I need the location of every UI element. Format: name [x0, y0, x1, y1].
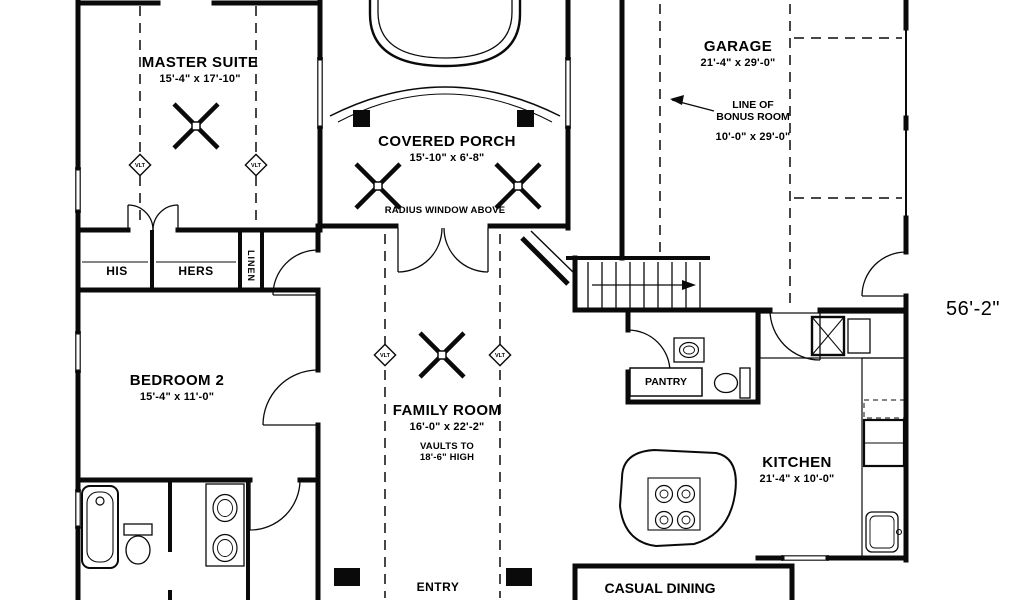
garage-name: GARAGE	[703, 38, 773, 55]
bath-toilet	[123, 523, 153, 565]
stair-direction-arrowhead	[682, 280, 696, 290]
entry-columns	[334, 568, 532, 586]
refrigerator	[862, 399, 906, 468]
radius-window-note: RADIUS WINDOW ABOVE	[384, 205, 506, 216]
pantry-cabinet	[629, 367, 703, 397]
room-label-kitchen: KITCHEN 21'-4" x 10'-0"	[760, 454, 835, 486]
prep-sink	[865, 511, 903, 553]
room-label-bedroom-2: BEDROOM 2 15'-4" x 11'-0"	[130, 372, 224, 404]
master-suite-name: MASTER SUITE	[141, 54, 259, 71]
kitchen-dims: 21'-4" x 10'-0"	[759, 473, 835, 486]
bonus-room-line1: LINE OF	[732, 99, 774, 111]
angled-niche	[520, 230, 576, 286]
bedroom-2-name: BEDROOM 2	[129, 372, 225, 389]
bathtub	[81, 485, 119, 569]
room-label-garage: GARAGE 21'-4" x 29'-0"	[701, 38, 776, 70]
kitchen-counters	[759, 312, 907, 559]
bonus-room-line2: BONUS ROOM	[716, 111, 790, 124]
room-label-master-suite: MASTER SUITE 15'-4" x 17'-10"	[142, 54, 258, 86]
bonus-room-note: LINE OF BONUS ROOM 10'-0" x 29'-0"	[716, 99, 791, 144]
kitchen-name: KITCHEN	[762, 454, 832, 471]
kitchen-appliances	[810, 315, 871, 357]
vault-marker-label: VLT	[135, 163, 146, 169]
covered-porch-dims: 15'-10" x 6'-8"	[409, 152, 485, 165]
powder-sink	[673, 337, 705, 363]
vault-marker-label: VLT	[380, 353, 391, 359]
family-room-vault-note2: 18'-6" HIGH	[419, 451, 475, 463]
overall-depth-dimension: 56'-2"	[946, 298, 1000, 320]
ceiling-fan-symbols	[172, 102, 542, 379]
double-vanity	[205, 483, 245, 567]
door-swings	[127, 204, 907, 531]
family-room-dims: 16'-0" x 22'-2"	[409, 421, 485, 434]
casual-dining-label: CASUAL DINING	[604, 580, 716, 596]
bonus-room-leader-arrow	[670, 95, 715, 112]
walls	[75, 0, 909, 600]
cooktop	[647, 477, 701, 531]
radius-window-bay	[329, 0, 561, 123]
bedroom-2-dims: 15'-4" x 11'-0"	[139, 391, 215, 404]
room-label-covered-porch: COVERED PORCH 15'-10" x 6'-8"	[378, 133, 516, 165]
family-room-vault-note1: VAULTS TO	[419, 440, 475, 452]
his-closet-label: HIS	[106, 264, 128, 278]
windows	[75, 28, 907, 561]
room-label-family-room: FAMILY ROOM 16'-0" x 22'-2" VAULTS TO 18…	[393, 402, 502, 464]
pantry-label: PANTRY	[645, 376, 687, 388]
hers-closet-label: HERS	[178, 264, 214, 278]
master-suite-dims: 15'-4" x 17'-10"	[159, 73, 241, 86]
entry-label: ENTRY	[416, 580, 460, 594]
bonus-room-dims: 10'-0" x 29'-0"	[715, 131, 791, 144]
vault-marker-label: VLT	[495, 353, 506, 359]
vault-marker-label: VLT	[251, 163, 262, 169]
powder-toilet	[713, 367, 751, 399]
porch-posts	[353, 110, 534, 127]
vault-markers: VLT VLT VLT VLT	[128, 153, 512, 367]
dashed-ceiling-lines	[139, 4, 902, 598]
covered-porch-name: COVERED PORCH	[378, 133, 516, 150]
garage-dims: 21'-4" x 29'-0"	[700, 57, 776, 70]
family-room-name: FAMILY ROOM	[392, 402, 502, 419]
linen-closet-label: LINEN	[246, 250, 256, 282]
